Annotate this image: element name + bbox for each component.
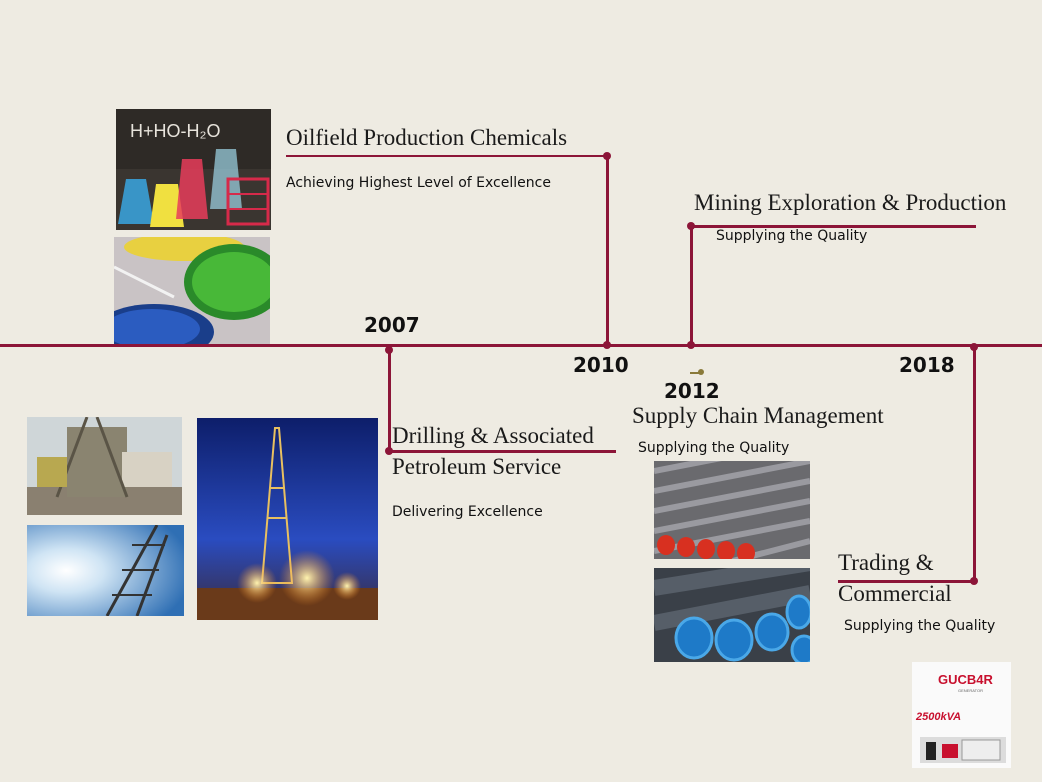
chem-formula: H+HO-H₂O xyxy=(130,121,221,141)
generator-brochure-photo: GUCB4R GENERATOR 2500kVA xyxy=(912,662,1011,768)
petri-dish-photo xyxy=(114,237,270,344)
axis-node-2007 xyxy=(385,346,393,354)
trading-underline xyxy=(838,580,976,583)
axis-node-2012 xyxy=(687,341,695,349)
trading-title-line1: Trading & xyxy=(838,550,934,575)
blue-cap-pipes-photo xyxy=(654,568,810,662)
brochure-rating: 2500kVA xyxy=(915,711,961,723)
oilfield-node xyxy=(603,152,611,160)
drilling-connector xyxy=(388,346,391,451)
trading-title-line2: Commercial xyxy=(838,581,952,606)
chemistry-photo: H+HO-H₂O xyxy=(116,109,271,230)
supply-subtitle: Supplying the Quality xyxy=(638,440,790,456)
mining-node xyxy=(687,222,695,230)
axis-node-2010 xyxy=(603,341,611,349)
night-rig-photo xyxy=(197,418,378,620)
drilling-underline xyxy=(388,450,616,453)
oilfield-title: Oilfield Production Chemicals xyxy=(286,125,568,150)
oilfield-subtitle: Achieving Highest Level of Excellence xyxy=(286,175,551,191)
year-2018: 2018 xyxy=(899,353,955,377)
steel-pipes-photo xyxy=(654,461,810,559)
mining-title: Mining Exploration & Production xyxy=(694,190,1007,215)
drilling-subtitle: Delivering Excellence xyxy=(392,504,543,520)
mining-subtitle: Supplying the Quality xyxy=(716,228,868,244)
brochure-tagline: GENERATOR xyxy=(958,688,983,693)
derrick-sky-photo xyxy=(27,525,184,616)
year-2010: 2010 xyxy=(573,353,629,377)
brochure-brand: GUCB4R xyxy=(938,672,994,687)
drilling-rig-photo xyxy=(27,417,182,515)
trading-subtitle: Supplying the Quality xyxy=(844,618,996,634)
drilling-node xyxy=(385,447,393,455)
mining-underline xyxy=(690,225,976,228)
trading-node xyxy=(970,577,978,585)
drilling-title-line1: Drilling & Associated xyxy=(392,423,594,448)
axis-node-2018 xyxy=(970,343,978,351)
oilfield-connector xyxy=(606,155,609,345)
year-2012-marker xyxy=(690,372,700,374)
supply-title: Supply Chain Management xyxy=(632,403,884,428)
trading-connector xyxy=(973,346,976,582)
year-2012: 2012 xyxy=(664,379,720,403)
year-2012-marker-dot xyxy=(698,369,704,375)
timeline-axis xyxy=(0,344,1042,347)
year-2007: 2007 xyxy=(364,313,420,337)
drilling-title-line2: Petroleum Service xyxy=(392,454,562,479)
oilfield-underline xyxy=(286,155,608,157)
mining-connector xyxy=(690,225,693,345)
